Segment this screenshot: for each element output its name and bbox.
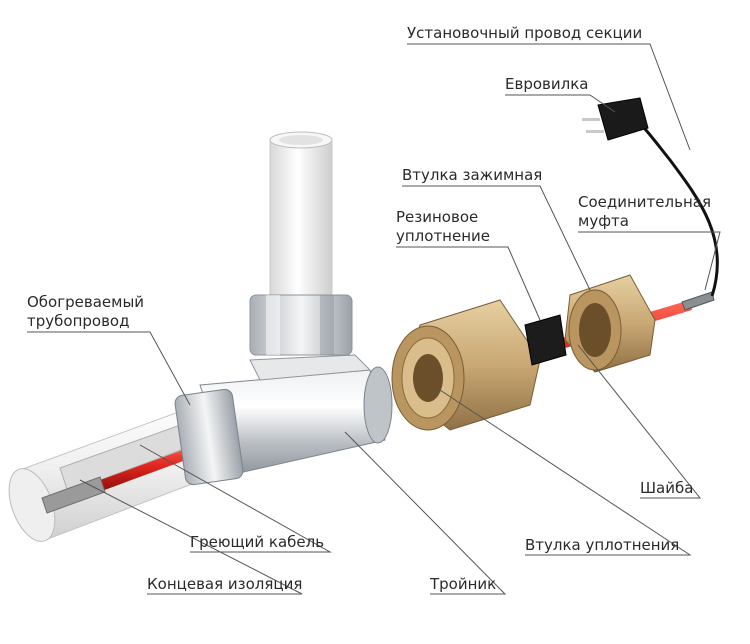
- label-seal-sleeve: Втулка уплотнения: [525, 536, 680, 554]
- label-clamp-sleeve: Втулка зажимная: [402, 166, 543, 184]
- label-connector-coupling: Соединительная муфта: [578, 193, 711, 231]
- vertical-pipe: [269, 131, 333, 311]
- label-rubber-seal-line1: Резиновое: [396, 208, 479, 226]
- label-tee: Тройник: [430, 575, 497, 593]
- label-end-insulation: Концевая изоляция: [147, 575, 303, 593]
- label-install-wire: Установочный провод секции: [407, 24, 643, 42]
- rubber-seal: [524, 314, 567, 366]
- label-heated-pipe-line2: трубопровод: [27, 312, 130, 330]
- tee: [174, 354, 393, 486]
- clamp-sleeve: [564, 274, 656, 373]
- label-washer: Шайба: [640, 479, 694, 497]
- label-heating-cable: Греющий кабель: [190, 533, 325, 551]
- label-connector-line1: Соединительная: [578, 193, 711, 211]
- leader-lines: [27, 43, 721, 595]
- tee-top-nut: [249, 294, 353, 356]
- label-heated-pipe: Обогреваемый трубопровод: [27, 293, 144, 331]
- seal-sleeve: [391, 299, 541, 431]
- label-rubber-seal: Резиновое уплотнение: [396, 208, 490, 246]
- label-euro-plug: Евровилка: [505, 75, 589, 93]
- label-rubber-seal-line2: уплотнение: [396, 227, 491, 245]
- label-heated-pipe-line1: Обогреваемый: [27, 293, 145, 311]
- label-connector-line2: муфта: [578, 212, 629, 230]
